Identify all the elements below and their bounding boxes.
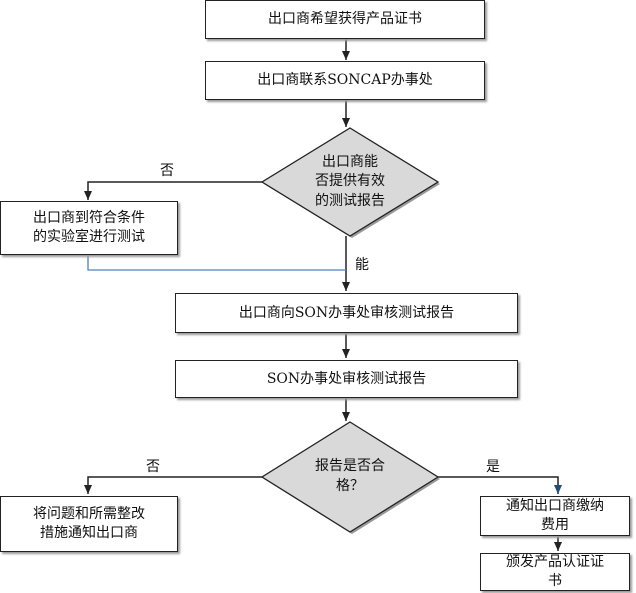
decision1-text: 出口商能 否提供有效 的测试报告 [315,153,385,209]
node-submit: 出口商向SON办事处审核测试报告 [175,293,518,333]
arrow-decision2-no [84,476,262,494]
label-decision1-yes: 能 [355,257,369,273]
line-lab-to-main [87,255,346,271]
node-issue-cert: 颁发产品认证证 书 [480,553,630,591]
arrow-decision2-yes [438,476,562,494]
decision-diamond-1 [260,127,440,237]
node-notify-fix: 将问题和所需整改 措施通知出口商 [0,496,178,552]
label-decision2-no: 否 [146,459,160,475]
node-lab-test: 出口商到符合条件 的实验室进行测试 [0,201,178,255]
arrow-decision1-no [84,181,262,200]
node-start: 出口商希望获得产品证书 [205,0,485,39]
node-pay-fee: 通知出口商缴纳 费用 [480,496,630,536]
node-review: SON办事处审核测试报告 [175,360,518,398]
label-decision1-no: 否 [160,163,174,179]
decision-diamond-2 [260,421,440,533]
label-decision2-yes: 是 [486,459,500,475]
decision2-text: 报告是否合 格？ [315,458,385,494]
node-contact: 出口商联系SONCAP办事处 [205,61,485,100]
